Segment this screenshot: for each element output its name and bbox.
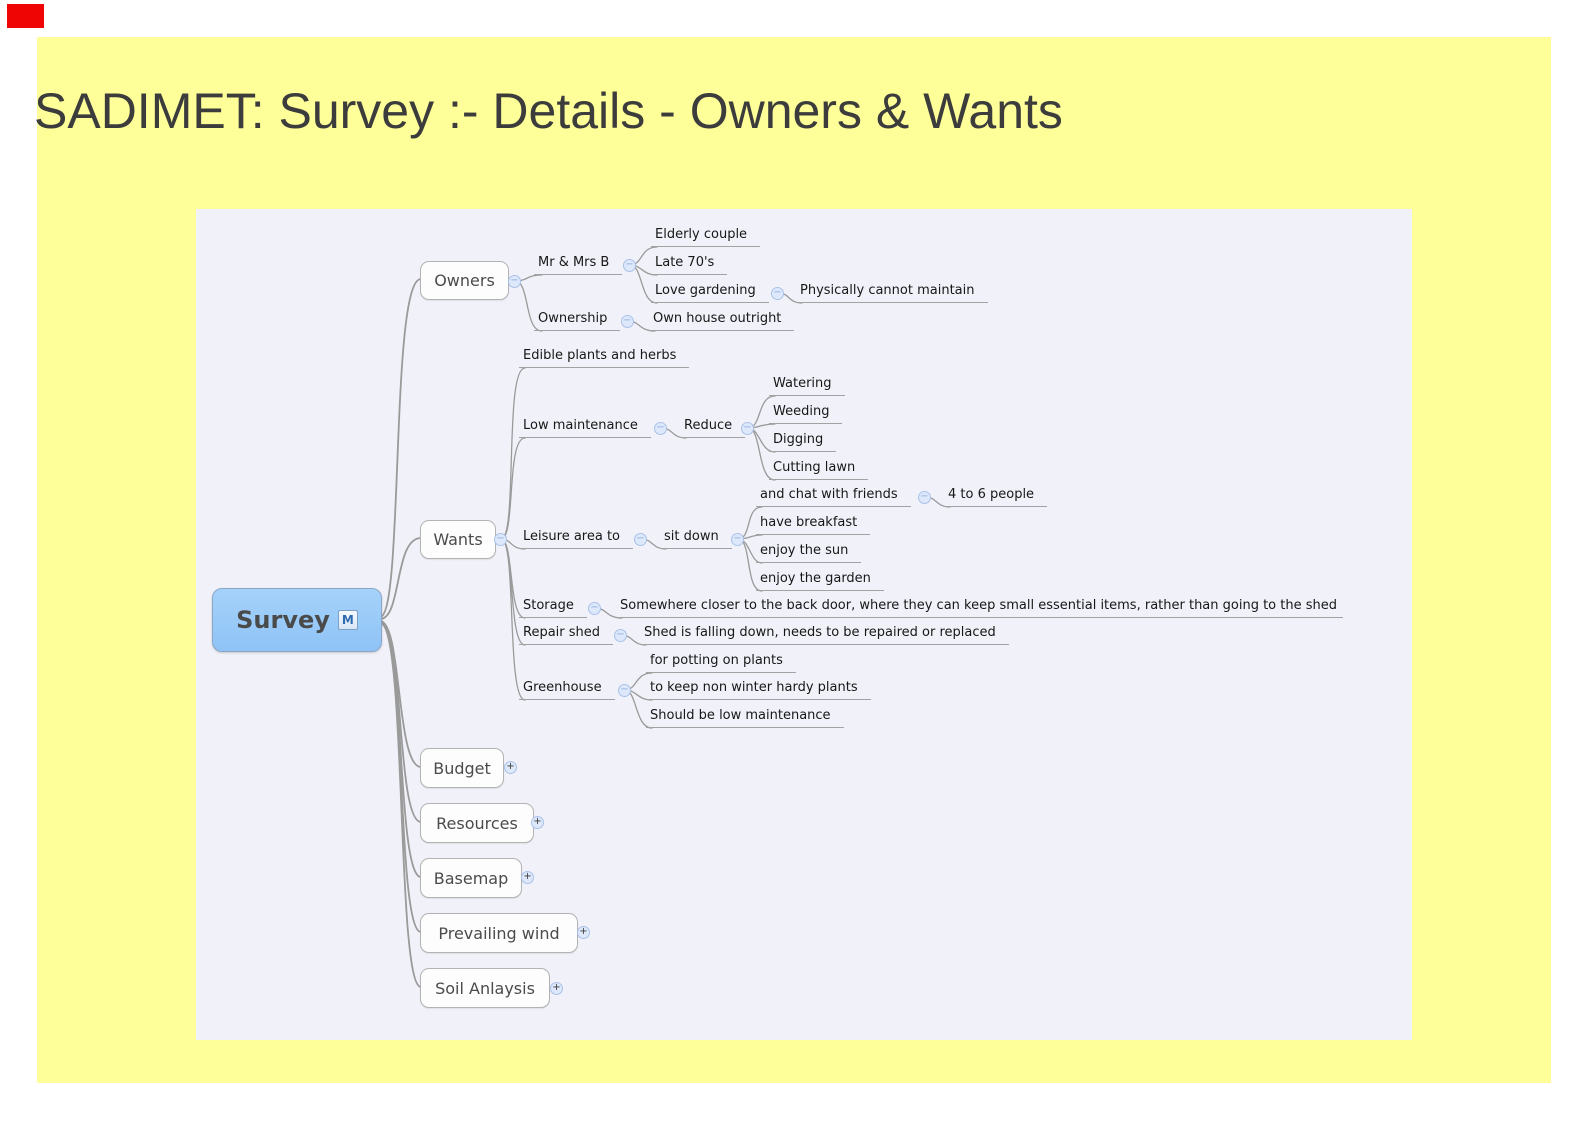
map-m-badge-icon: M (337, 610, 358, 630)
node-label: Budget (433, 758, 491, 778)
page-title: SADIMET: Survey :- Details - Owners & Wa… (34, 83, 1063, 139)
node-prevailing-wind[interactable]: Prevailing wind (420, 913, 578, 953)
node-label: Own house outright (653, 311, 782, 326)
node-leisure-area[interactable]: Leisure area to (519, 527, 633, 549)
node-wants[interactable]: Wants (420, 520, 496, 559)
node-label: sit down (664, 529, 719, 544)
node-label: Prevailing wind (438, 923, 560, 943)
node-label: Love gardening (655, 283, 756, 298)
node-label: Elderly couple (655, 227, 748, 242)
node-physically-cannot-maintain[interactable]: Physically cannot maintain (796, 281, 988, 303)
node-should-be-low-maintenance[interactable]: Should be low maintenance (646, 706, 844, 728)
node-storage[interactable]: Storage (519, 596, 587, 618)
node-label: Low maintenance (523, 418, 638, 433)
node-label: Watering (773, 376, 832, 391)
collapse-icon-repair-shed[interactable] (614, 629, 627, 642)
node-repair-shed[interactable]: Repair shed (519, 623, 614, 645)
collapse-icon-love-gardening[interactable] (771, 287, 784, 300)
node-edible-plants[interactable]: Edible plants and herbs (519, 346, 690, 368)
node-label: Weeding (773, 404, 830, 419)
node-label: Edible plants and herbs (523, 348, 677, 363)
node-sit-down[interactable]: sit down (660, 527, 732, 549)
collapse-icon-mr-mrs-b[interactable] (623, 259, 636, 272)
node-survey-root[interactable]: Survey M (212, 588, 382, 652)
node-resources[interactable]: Resources (420, 803, 534, 843)
node-label: Somewhere closer to the back door, where… (620, 598, 1337, 613)
node-label: Late 70's (655, 255, 715, 270)
node-label: Physically cannot maintain (800, 283, 975, 298)
node-label: Cutting lawn (773, 460, 856, 475)
expand-icon-resources[interactable] (531, 816, 544, 829)
node-budget[interactable]: Budget (420, 748, 504, 788)
node-label: Mr & Mrs B (538, 255, 610, 270)
node-elderly-couple[interactable]: Elderly couple (651, 225, 761, 247)
expand-icon-soil-analysis[interactable] (550, 982, 563, 995)
node-label: 4 to 6 people (948, 487, 1035, 502)
node-non-winter-hardy[interactable]: to keep non winter hardy plants (646, 678, 871, 700)
expand-icon-prevailing-wind[interactable] (577, 926, 590, 939)
node-label: Greenhouse (523, 680, 602, 695)
node-enjoy-the-sun[interactable]: enjoy the sun (756, 541, 862, 563)
node-ownership[interactable]: Ownership (534, 309, 621, 331)
node-enjoy-the-garden[interactable]: enjoy the garden (756, 569, 884, 591)
node-cutting-lawn[interactable]: Cutting lawn (769, 458, 869, 480)
node-4-to-6-people[interactable]: 4 to 6 people (944, 485, 1048, 507)
node-watering[interactable]: Watering (769, 374, 845, 396)
collapse-icon-leisure-area[interactable] (634, 533, 647, 546)
node-label: enjoy the garden (760, 571, 871, 586)
node-own-house-outright[interactable]: Own house outright (649, 309, 795, 331)
collapse-icon-greenhouse[interactable] (618, 684, 631, 697)
collapse-icon-chat-with-friends[interactable] (918, 491, 931, 504)
node-label: Should be low maintenance (650, 708, 831, 723)
node-mr-mrs-b[interactable]: Mr & Mrs B (534, 253, 623, 275)
node-label: Survey (236, 606, 330, 634)
node-label: Reduce (684, 418, 733, 433)
collapse-icon-owners[interactable] (508, 275, 521, 288)
node-label: Wants (433, 530, 483, 549)
expand-icon-budget[interactable] (504, 761, 517, 774)
node-storage-detail[interactable]: Somewhere closer to the back door, where… (616, 596, 1343, 618)
node-owners[interactable]: Owners (420, 261, 509, 300)
collapse-icon-storage[interactable] (588, 602, 601, 615)
collapse-icon-low-maintenance[interactable] (654, 422, 667, 435)
node-repair-shed-detail[interactable]: Shed is falling down, needs to be repair… (640, 623, 1009, 645)
mindmap-canvas: Survey M Owners Wants Budget Resources B… (196, 209, 1412, 1040)
collapse-icon-wants[interactable] (494, 533, 507, 546)
node-label: and chat with friends (760, 487, 898, 502)
node-chat-with-friends[interactable]: and chat with friends (756, 485, 911, 507)
node-label: have breakfast (760, 515, 858, 530)
node-label: enjoy the sun (760, 543, 849, 558)
node-low-maintenance[interactable]: Low maintenance (519, 416, 651, 438)
node-basemap[interactable]: Basemap (420, 858, 522, 898)
node-label: Storage (523, 598, 574, 613)
node-label: Resources (436, 813, 518, 833)
node-have-breakfast[interactable]: have breakfast (756, 513, 871, 535)
node-label: for potting on plants (650, 653, 783, 668)
node-weeding[interactable]: Weeding (769, 402, 843, 424)
node-label: Basemap (433, 868, 509, 888)
collapse-icon-sit-down[interactable] (731, 533, 744, 546)
node-label: Leisure area to (523, 529, 620, 544)
node-late-70s[interactable]: Late 70's (651, 253, 728, 275)
node-greenhouse[interactable]: Greenhouse (519, 678, 615, 700)
collapse-icon-reduce[interactable] (741, 422, 754, 435)
collapse-icon-ownership[interactable] (621, 315, 634, 328)
node-label: to keep non winter hardy plants (650, 680, 858, 695)
node-label: Owners (434, 271, 495, 290)
expand-icon-basemap[interactable] (521, 871, 534, 884)
node-label: Shed is falling down, needs to be repair… (644, 625, 996, 640)
node-love-gardening[interactable]: Love gardening (651, 281, 769, 303)
node-label: Ownership (538, 311, 608, 326)
node-potting-on-plants[interactable]: for potting on plants (646, 651, 796, 673)
recording-marker (7, 4, 44, 28)
node-reduce[interactable]: Reduce (680, 416, 746, 438)
node-label: Soil Anlaysis (435, 978, 535, 998)
node-label: Digging (773, 432, 824, 447)
node-soil-analysis[interactable]: Soil Anlaysis (420, 968, 550, 1008)
node-label: Repair shed (523, 625, 601, 640)
node-digging[interactable]: Digging (769, 430, 837, 452)
